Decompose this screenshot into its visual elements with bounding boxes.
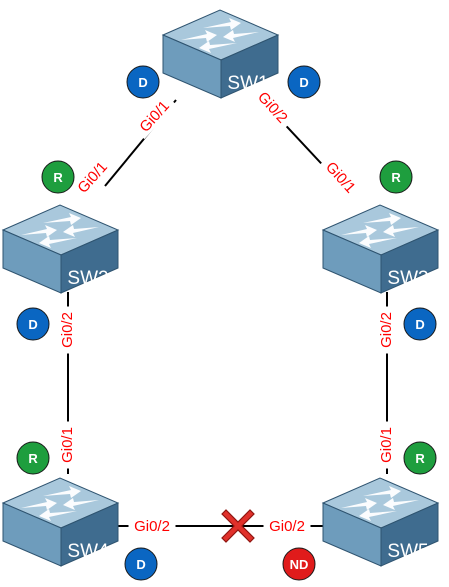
- role-badge-text: D: [299, 75, 308, 90]
- switch-icon: [1, 477, 120, 567]
- role-badge-text: R: [28, 451, 38, 466]
- role-badge-text: ND: [290, 557, 309, 572]
- role-badge-sw2-bottom: D: [16, 307, 50, 341]
- sw3-label: SW3: [387, 268, 428, 289]
- sw3-switch: SW3: [321, 204, 440, 294]
- switch-icon: [321, 204, 440, 294]
- role-badge-text: D: [28, 317, 37, 332]
- blocked-layer: [221, 509, 255, 543]
- switch-icon: [161, 9, 280, 99]
- role-badge-sw4-right: D: [124, 547, 158, 581]
- port-label-sw5-top: Gi0/1: [378, 427, 395, 463]
- role-badge-sw3-bottom: D: [403, 307, 437, 341]
- role-badge-text: D: [415, 317, 424, 332]
- port-label-sw3-bottom: Gi0/2: [378, 312, 395, 348]
- role-badge-text: R: [391, 170, 401, 185]
- role-badge-text: D: [136, 557, 145, 572]
- role-badge-sw3-top: R: [379, 160, 413, 194]
- port-label-sw2-bottom: Gi0/2: [59, 312, 76, 348]
- port-label-sw4-top: Gi0/1: [59, 427, 76, 463]
- sw2-switch: SW2: [1, 204, 120, 294]
- role-badge-sw5-left: ND: [282, 547, 316, 581]
- role-badge-sw4-top: R: [16, 441, 50, 475]
- role-badge-sw2-top: R: [41, 160, 75, 194]
- switch-icon: [1, 204, 120, 294]
- role-badge-sw1-right: D: [287, 65, 321, 99]
- sw4-switch: SW4: [1, 477, 120, 567]
- port-label-sw4-right: Gi0/2: [134, 518, 170, 535]
- role-badge-text: R: [415, 451, 425, 466]
- port-label-sw5-left: Gi0/2: [269, 518, 305, 535]
- role-badge-text: D: [138, 75, 147, 90]
- sw1-switch: SW1: [161, 9, 280, 99]
- sw4-label: SW4: [67, 541, 109, 562]
- switch-icon: [321, 477, 440, 567]
- sw2-label: SW2: [67, 268, 108, 289]
- x-icon: [221, 509, 255, 543]
- sw5-label: SW5: [387, 541, 428, 562]
- role-badge-sw1-left: D: [126, 65, 160, 99]
- role-badge-sw5-top: R: [403, 441, 437, 475]
- sw5-switch: SW5: [321, 477, 440, 567]
- badges-layer: D D R R D D R R D ND: [16, 65, 437, 581]
- role-badge-text: R: [53, 170, 63, 185]
